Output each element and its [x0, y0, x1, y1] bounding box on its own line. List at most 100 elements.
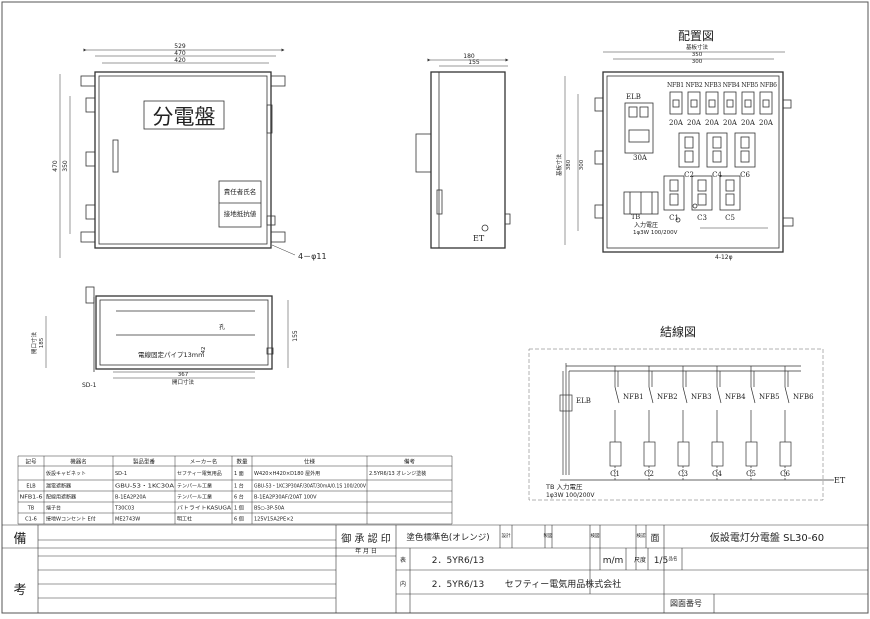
- layout-dim-h380: 380: [566, 159, 572, 170]
- parts-table-cell: TB: [27, 506, 35, 512]
- bikou-top: 備: [13, 531, 26, 547]
- parts-table-cell: SD-1: [115, 471, 127, 477]
- bikou-bottom: 考: [13, 583, 26, 598]
- layout-outlet: [706, 132, 728, 168]
- layout-nfb-rating: 20A: [687, 119, 702, 127]
- wiring-outlet-label: C5: [746, 470, 756, 478]
- title-small-label: 品名: [669, 555, 678, 562]
- paint-label: 塗色標準色(オレンジ): [406, 532, 489, 543]
- layout-outlet-label: C1: [669, 214, 679, 222]
- bottom-view: [45, 286, 289, 379]
- bottom-hole: 孔: [219, 323, 225, 331]
- title-small-label: 製図: [544, 532, 553, 539]
- parts-table-cell: 仮設キャビネット: [46, 470, 86, 477]
- title-small-label: 設計: [502, 532, 511, 539]
- parts-table-header: 仕様: [304, 458, 316, 466]
- paint-omote: 表: [400, 556, 406, 564]
- layout-outlet-label: C6: [740, 171, 750, 179]
- parts-table-cell: 接地Wコンセント E付: [46, 516, 96, 523]
- layout-nfb-rating: 20A: [669, 119, 684, 127]
- title-small-label: 検図: [591, 532, 600, 539]
- parts-table-cell: パトライトKASUGA: [177, 506, 232, 512]
- approval-date: 年 月 日: [355, 547, 377, 555]
- unit-mm: m/m: [603, 556, 624, 566]
- company-name: セフティー電気用品株式会社: [505, 578, 621, 590]
- title-block: [2, 524, 868, 613]
- parts-table-cell: NFB1-6: [20, 495, 43, 501]
- approval-stamp: 御 承 認 印: [341, 532, 391, 545]
- drawing-title: 仮設電灯分電盤 SL30-60: [710, 531, 824, 544]
- parts-table-cell: W420×H420×D180 屋外用: [254, 470, 320, 477]
- bottom-dim-367: 367: [178, 372, 189, 378]
- layout-input-1: 入力電圧: [634, 221, 658, 229]
- bottom-open-label: 開口寸法: [172, 378, 195, 386]
- layout-dim-h-label: 基板寸法: [555, 154, 563, 177]
- paint-uchi: 内: [400, 580, 406, 588]
- parts-table-cell: テンパール工業: [177, 483, 212, 490]
- parts-table-header: 機器名: [70, 458, 87, 466]
- title-small-label: 検認: [637, 532, 646, 539]
- bottom-dim-label: 開口寸法: [30, 332, 38, 355]
- wiring-outlet: [643, 441, 656, 467]
- wiring-outlet-label: C2: [644, 470, 654, 478]
- wiring-outlet: [779, 441, 792, 467]
- parts-table-cell: 6 個: [234, 516, 244, 523]
- layout-dim-h300: 300: [579, 159, 585, 170]
- front-dim-h470: 470: [52, 160, 59, 172]
- wiring-outlet: [745, 441, 758, 467]
- parts-table-cell: GBU-53・1KC3P30AF/30AT/30mA/0.1S 100/200V: [254, 484, 367, 490]
- wiring-title: 結線図: [660, 324, 696, 339]
- layout-nfb-breaker: [723, 91, 737, 115]
- parts-table-cell: B-1EA2P30AF/20AT 100V: [254, 495, 317, 501]
- layout-base-label: 基板寸法: [686, 43, 709, 51]
- paint-outer: 2．5YR6/13: [432, 556, 484, 566]
- layout-nfb-breaker: [741, 91, 755, 115]
- wiring-outlet-label: C1: [610, 470, 620, 478]
- front-hole-note: 4－φ11: [298, 252, 327, 261]
- layout-tb: TB: [631, 213, 640, 221]
- name-plate-ground: 接地抵抗値: [224, 209, 257, 218]
- wiring-nfb-label: NFB2: [657, 393, 678, 401]
- wiring-outlet-label: C3: [678, 470, 688, 478]
- layout-outlet-label: C2: [684, 171, 694, 179]
- front-dim-420: 420: [174, 57, 186, 64]
- layout-outlet: [691, 175, 713, 211]
- layout-nfb-breaker: [705, 91, 719, 115]
- parts-table-header: 製品型番: [133, 458, 156, 466]
- layout-dim-350: 350: [692, 52, 703, 58]
- layout-elb: ELB: [626, 93, 641, 101]
- layout-dim-300: 300: [692, 59, 703, 65]
- wiring-tb-2: 1φ3W 100/200V: [546, 492, 595, 499]
- parts-table-cell: C1-6: [25, 517, 37, 523]
- layout-hole-note: 4-12φ: [715, 254, 733, 261]
- bottom-dim-155: 155: [292, 330, 299, 342]
- layout-title: 配置図: [678, 29, 714, 43]
- parts-table-cell: GBU-53・1KC30A: [115, 484, 175, 490]
- side-dim-180: 180: [463, 53, 475, 60]
- front-view: [59, 48, 296, 258]
- layout-outlet: [663, 175, 685, 211]
- name-plate-manager: 責任者氏名: [224, 187, 257, 196]
- layout-nfb-breaker: [687, 91, 701, 115]
- parts-table-cell: 1 台: [234, 483, 244, 490]
- parts-table-header: 備考: [404, 458, 416, 466]
- parts-table-cell: 1 面: [234, 471, 244, 477]
- wiring-tb-1: TB 入力電圧: [545, 482, 583, 491]
- wiring-elb-symbol: [559, 394, 573, 412]
- layout-outlet: [678, 132, 700, 168]
- parts-table-cell: テンパール工業: [177, 494, 212, 501]
- layout-input-2: 1φ3W 100/200V: [633, 230, 678, 236]
- layout-view: [564, 51, 794, 253]
- wiring-outlet-label: C4: [712, 470, 722, 478]
- parts-table-header: メーカー名: [190, 458, 218, 466]
- parts-table-cell: 配線用遮断器: [46, 494, 76, 501]
- parts-table-cell: セフティー電気用品: [177, 470, 222, 477]
- parts-table-header: 数量: [236, 458, 248, 466]
- front-dim-529: 529: [174, 43, 186, 50]
